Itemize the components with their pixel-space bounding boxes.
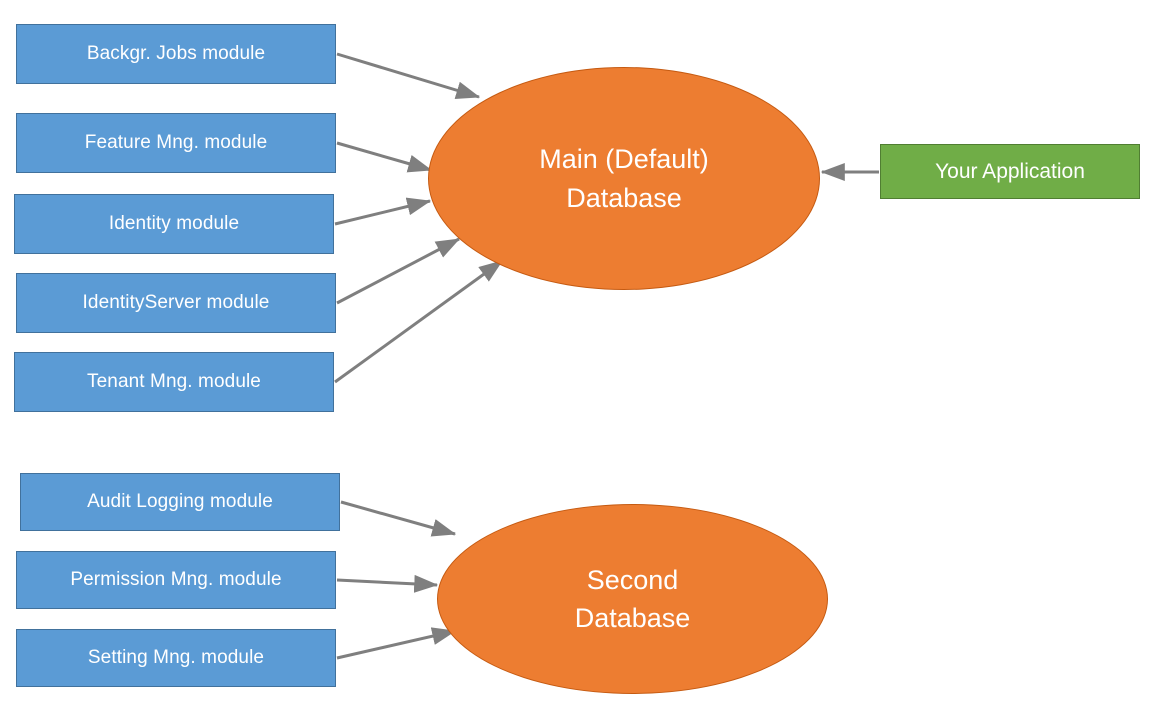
module-box-feature-management[interactable]: Feature Mng. module (16, 113, 336, 173)
module-box-tenant-management[interactable]: Tenant Mng. module (14, 352, 334, 412)
connector-arrow (336, 574, 439, 593)
database-ellipse-second[interactable]: Second Database (437, 504, 828, 694)
connector-arrow (336, 237, 461, 305)
module-label: Tenant Mng. module (87, 370, 261, 392)
connector-arrow (334, 259, 503, 384)
module-box-permission-management[interactable]: Permission Mng. module (16, 551, 336, 609)
connector-arrow (336, 141, 433, 173)
connector-arrow (336, 627, 457, 660)
module-box-identity[interactable]: Identity module (14, 194, 334, 254)
database-label-line-1: Main (Default) (539, 144, 709, 175)
module-label: Setting Mng. module (87, 646, 265, 668)
module-box-audit-logging[interactable]: Audit Logging module (20, 473, 340, 531)
application-label: Your Application (935, 159, 1085, 183)
module-label: Feature Mng. module (84, 131, 268, 153)
module-box-setting-management[interactable]: Setting Mng. module (16, 629, 336, 687)
module-label: Identity module (108, 212, 240, 234)
module-box-background-jobs[interactable]: Backgr. Jobs module (16, 24, 336, 84)
application-box[interactable]: Your Application (880, 144, 1140, 199)
module-label: IdentityServer module (82, 291, 270, 313)
database-label-line-2: Database (574, 603, 691, 633)
database-ellipse-main[interactable]: Main (Default) Database (428, 67, 820, 290)
connector-arrow (340, 500, 457, 537)
database-label-line-2: Database (566, 182, 682, 213)
module-label: Backgr. Jobs module (86, 42, 266, 64)
database-label-line-1: Second (586, 564, 679, 595)
connector-arrow (336, 52, 481, 100)
module-label: Audit Logging module (87, 490, 273, 512)
module-box-identityserver[interactable]: IdentityServer module (16, 273, 336, 333)
module-label: Permission Mng. module (70, 568, 282, 590)
connector-arrow (334, 197, 432, 226)
